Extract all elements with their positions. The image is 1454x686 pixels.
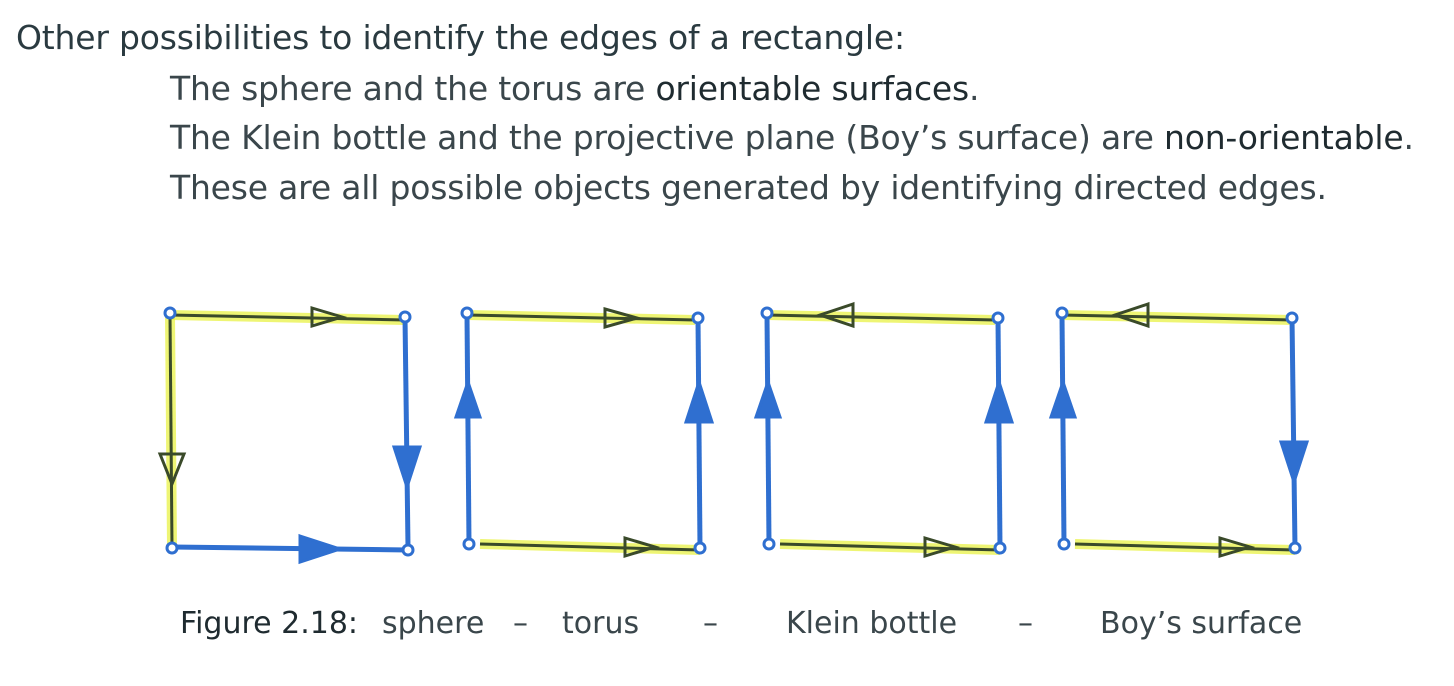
arrow-right-icon <box>310 305 348 329</box>
diagram-torus <box>445 282 735 582</box>
arrow-right-icon <box>623 535 661 559</box>
arrow-left-icon <box>1110 301 1150 329</box>
text-line-non-orientable: The Klein bottle and the projective plan… <box>170 118 1414 157</box>
section-heading: Other possibilities to identify the edge… <box>16 18 905 57</box>
arrow-right-icon <box>603 307 643 329</box>
figure-edge-identifications <box>140 282 1330 582</box>
caption-torus: torus <box>562 606 640 641</box>
arrow-right-icon <box>923 535 961 559</box>
arrow-up-icon <box>983 377 1015 424</box>
caption-boys-surface: Boy’s surface <box>1100 606 1303 641</box>
caption-dash-1: – <box>513 606 528 641</box>
arrow-left-icon <box>815 301 855 329</box>
arrow-up-icon <box>753 377 783 419</box>
arrow-up-icon <box>1048 377 1078 419</box>
arrow-right-icon <box>298 533 345 565</box>
arrow-up-icon <box>683 377 715 424</box>
caption-dash-2: – <box>703 606 718 641</box>
arrow-up-icon <box>453 377 483 419</box>
arrow-down-icon <box>391 445 423 492</box>
arrow-right-icon <box>1218 535 1256 559</box>
emphasis-non-orientable: non-orientable <box>1164 118 1404 157</box>
figure-caption-label: Figure 2.18: <box>180 606 359 641</box>
diagram-boys-surface <box>1040 282 1330 582</box>
text-line-orientable: The sphere and the torus are orientable … <box>170 69 980 108</box>
diagram-klein-bottle <box>745 282 1035 582</box>
caption-klein-bottle: Klein bottle <box>786 606 958 641</box>
arrow-down-icon <box>1278 440 1310 487</box>
text-line-all-objects: These are all possible objects generated… <box>170 168 1327 207</box>
arrow-down-icon <box>157 452 187 489</box>
caption-dash-3: – <box>1018 606 1033 641</box>
caption-sphere: sphere <box>382 606 485 641</box>
diagram-sphere <box>150 282 440 582</box>
emphasis-orientable: orientable surfaces <box>655 69 970 108</box>
